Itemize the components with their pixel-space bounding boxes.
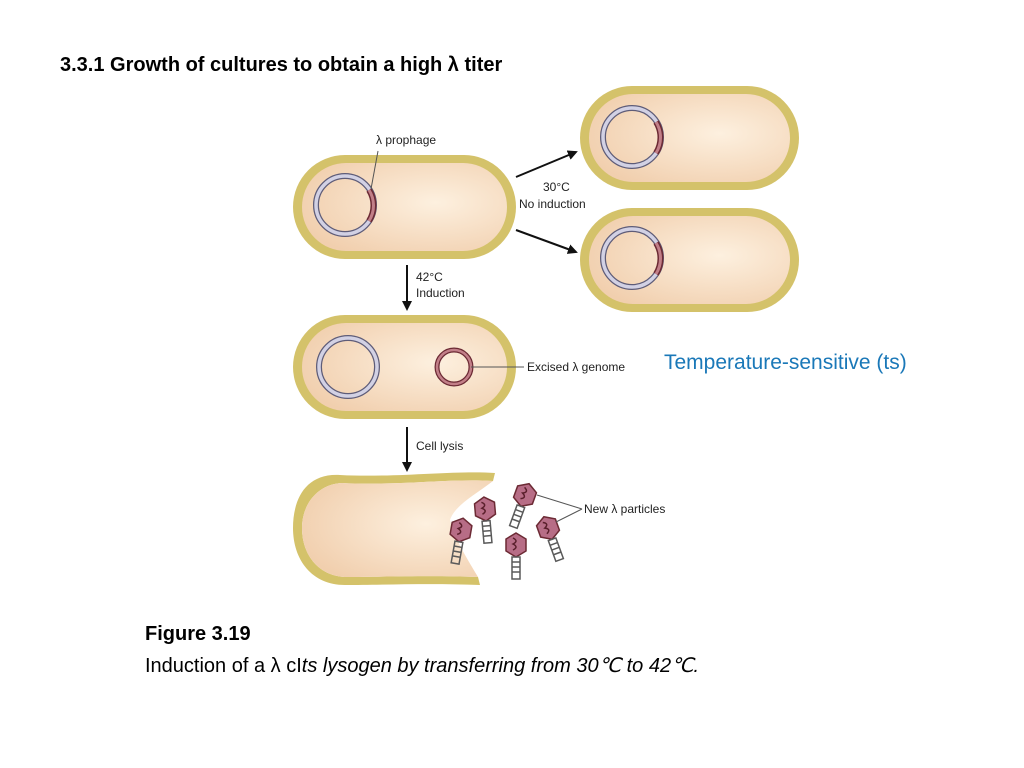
ts-annotation: Temperature-sensitive (ts) xyxy=(664,351,907,374)
cell-30c-bottom xyxy=(580,208,799,312)
induced-cell xyxy=(293,315,524,419)
no-induction-label: No induction xyxy=(519,197,586,211)
caption-gene: cI xyxy=(286,655,302,677)
induction-temp: 42°C xyxy=(416,270,443,284)
lysed-cell xyxy=(293,472,495,585)
arrow-to-30c-top xyxy=(515,150,578,178)
new-particles-label: New λ particles xyxy=(584,502,665,516)
phage-particle xyxy=(508,482,538,530)
cell-lysis-label: Cell lysis xyxy=(416,439,463,453)
no-induction-temp: 30°C xyxy=(543,180,570,194)
arrow-to-30c-bottom xyxy=(515,229,578,254)
cell-30c-top xyxy=(580,86,799,190)
figure-number: Figure 3.19 xyxy=(145,623,251,645)
phage-particle xyxy=(505,532,527,580)
phage-particle xyxy=(473,496,497,545)
induction-label: Induction xyxy=(416,286,465,300)
slide-title: 3.3.1 Growth of cultures to obtain a hig… xyxy=(60,54,503,76)
phage-particle xyxy=(535,515,565,563)
caption-rest: ts lysogen by transferring from 30℃ to 4… xyxy=(301,655,700,677)
caption-prefix: Induction of a λ xyxy=(145,655,287,677)
lysogen-cell xyxy=(293,150,516,259)
phage-particle xyxy=(449,517,473,566)
figure-caption: Induction of a λ cIts lysogen by transfe… xyxy=(145,653,699,678)
excised-genome-label: Excised λ genome xyxy=(527,360,625,374)
prophage-label: λ prophage xyxy=(376,133,436,147)
